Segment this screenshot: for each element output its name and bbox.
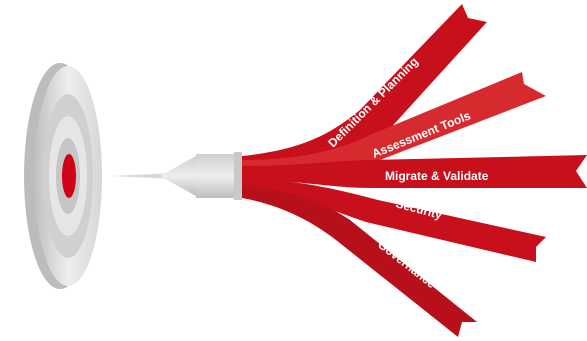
target-board xyxy=(24,63,102,289)
dart xyxy=(112,152,242,200)
dart-needle xyxy=(112,173,175,179)
label-migrate-validate: Migrate & Validate xyxy=(385,169,489,183)
ribbons xyxy=(242,4,587,337)
bullseye xyxy=(62,154,76,198)
ribbon-security xyxy=(242,178,546,262)
dart-tip xyxy=(160,156,196,196)
dart-barrel xyxy=(196,154,234,198)
ribbon-definition-planning xyxy=(242,4,487,165)
ribbon-assessment-tools xyxy=(242,72,546,171)
ribbon-migrate-validate xyxy=(242,155,587,188)
ribbon-governance xyxy=(242,186,477,337)
dart-collar xyxy=(234,152,242,200)
